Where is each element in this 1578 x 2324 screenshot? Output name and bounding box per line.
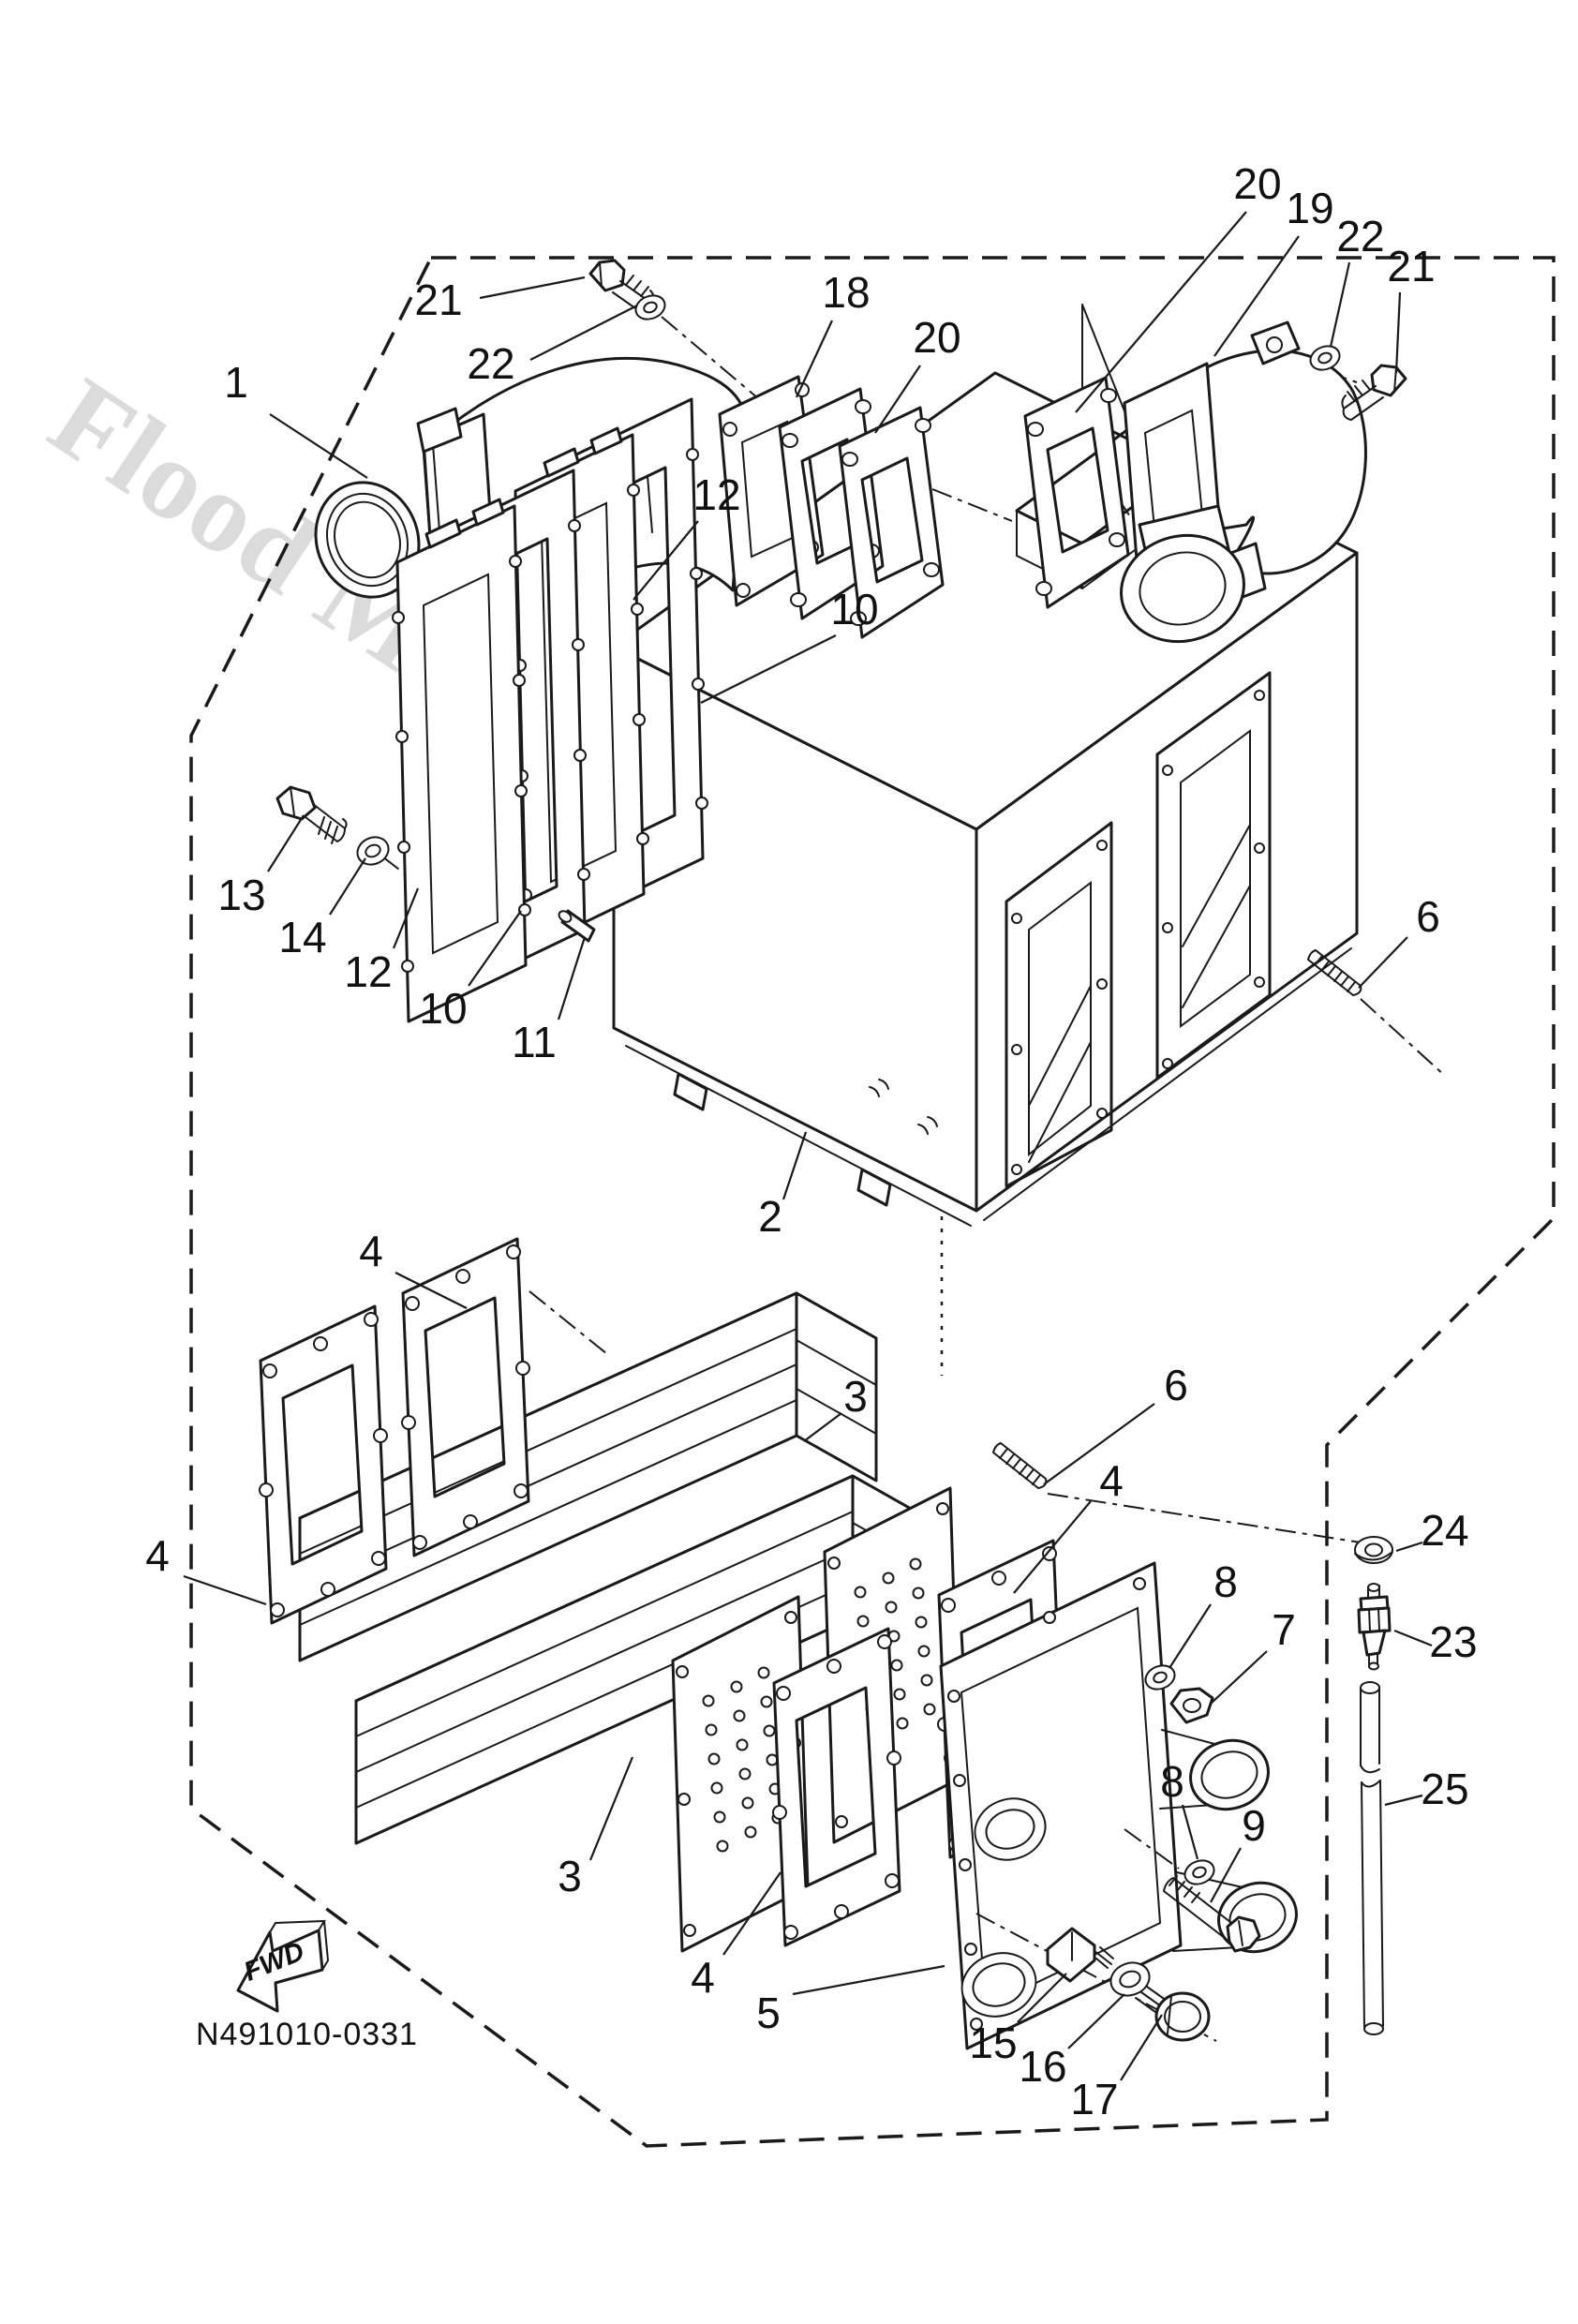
washer-14 <box>356 836 390 866</box>
callout-label-6: 6 <box>1164 1361 1188 1409</box>
callout-leader-7 <box>1210 1650 1268 1705</box>
callout-label-7: 7 <box>1272 1605 1296 1654</box>
callout-leader-19 <box>1213 235 1300 357</box>
callout-label-1: 1 <box>224 358 248 407</box>
nut-7 <box>1169 1687 1214 1724</box>
fwd-arrow: FWD <box>236 1919 330 2013</box>
callout-leader-12 <box>633 520 699 601</box>
callout-label-4: 4 <box>359 1227 383 1275</box>
plate-12-front <box>391 498 532 1023</box>
callout-leader-4 <box>183 1574 267 1606</box>
callout-leader-5 <box>792 1964 945 1996</box>
callout-leader-6 <box>1043 1403 1155 1485</box>
callout-leader-22 <box>529 305 638 361</box>
callout-label-20: 20 <box>913 313 960 362</box>
callout-leader-2 <box>782 1131 808 1200</box>
callout-label-13: 13 <box>217 871 265 919</box>
callout-label-16: 16 <box>1019 2042 1066 2091</box>
callout-leader-25 <box>1384 1794 1423 1807</box>
callout-label-4: 4 <box>691 1953 715 2002</box>
gasket-4-left-front <box>258 1304 389 1625</box>
callout-label-24: 24 <box>1421 1506 1468 1555</box>
callout-label-23: 23 <box>1429 1617 1477 1666</box>
callout-label-17: 17 <box>1070 2075 1118 2123</box>
callout-label-4: 4 <box>1099 1456 1124 1505</box>
washer-8-lower <box>1180 1855 1219 1890</box>
callout-leader-10 <box>468 910 522 987</box>
plug-17 <box>1135 1986 1211 2042</box>
part-code: N491010-0331 <box>196 2017 418 2052</box>
callout-leader-18 <box>796 320 833 398</box>
callout-label-12: 12 <box>344 947 392 996</box>
callout-leader-4 <box>394 1272 468 1309</box>
washer-24 <box>1354 1536 1393 1564</box>
tube-25 <box>1360 1681 1384 2035</box>
callout-leader-21 <box>479 276 586 300</box>
callout-label-2: 2 <box>758 1192 782 1241</box>
callout-leader-22 <box>1329 261 1351 348</box>
callout-label-11: 11 <box>512 1018 557 1066</box>
callout-leader-24 <box>1395 1541 1423 1553</box>
centerlines <box>381 316 1446 1543</box>
bolt9-axis <box>1124 1828 1180 1870</box>
callout-leader-21 <box>1394 291 1402 374</box>
callout-leader-1 <box>269 413 368 479</box>
callout-leader-3 <box>803 1412 842 1442</box>
fitting-23 <box>1357 1583 1392 1671</box>
callout-leader-14 <box>329 857 366 916</box>
callout-leader-8 <box>1169 1603 1212 1669</box>
callout-label-20: 20 <box>1233 159 1281 208</box>
callout-leader-8 <box>1181 1804 1199 1860</box>
callout-leader-20 <box>874 365 921 434</box>
callout-label-3: 3 <box>843 1372 868 1421</box>
callout-leader-10 <box>700 634 837 704</box>
callout-label-9: 9 <box>1242 1801 1266 1850</box>
callout-label-21: 21 <box>1387 242 1435 290</box>
anode-15 <box>1046 1927 1114 1983</box>
callout-label-22: 22 <box>467 339 514 388</box>
callout-leader-3 <box>588 1756 634 1861</box>
callout-label-10: 10 <box>830 585 878 633</box>
callout-leader-20 <box>1075 211 1247 413</box>
callout-leader-16 <box>1067 1993 1125 2049</box>
callout-leader-23 <box>1393 1629 1433 1647</box>
callout-leader-6 <box>1358 936 1408 989</box>
callout-leader-15 <box>1017 1973 1067 2023</box>
callout-label-19: 19 <box>1286 184 1333 232</box>
callout-leader-12 <box>392 887 420 949</box>
pin-11 <box>558 909 596 943</box>
part-19-manifold <box>1120 320 1367 644</box>
callout-leader-4 <box>722 1871 782 1956</box>
callout-leader-9 <box>1210 1847 1242 1903</box>
callout-label-12: 12 <box>692 470 740 519</box>
callout-leader-13 <box>267 814 305 872</box>
callout-leader-4 <box>1013 1500 1092 1594</box>
callout-label-8: 8 <box>1160 1757 1184 1806</box>
callout-label-21: 21 <box>414 276 462 324</box>
callout-label-25: 25 <box>1421 1765 1468 1813</box>
drain-axis <box>975 1913 1217 2042</box>
callout-label-3: 3 <box>558 1852 582 1900</box>
callout-label-14: 14 <box>278 913 326 961</box>
callout-leader-17 <box>1120 2014 1163 2081</box>
washer-16 <box>1109 1961 1151 1997</box>
bolt-9 <box>1163 1875 1261 1953</box>
callout-label-5: 5 <box>756 1989 781 2037</box>
callout-label-4: 4 <box>145 1531 170 1580</box>
callout-label-8: 8 <box>1213 1557 1238 1606</box>
bolt-13 <box>275 785 348 844</box>
boundary-outline <box>189 256 1556 2148</box>
callout-label-22: 22 <box>1336 212 1384 261</box>
callout-label-10: 10 <box>419 984 467 1033</box>
callout-label-18: 18 <box>822 268 870 317</box>
callout-label-6: 6 <box>1416 892 1440 941</box>
callout-label-15: 15 <box>969 2019 1017 2067</box>
stud-6-lower <box>992 1442 1048 1489</box>
callout-leader-11 <box>557 936 587 1020</box>
